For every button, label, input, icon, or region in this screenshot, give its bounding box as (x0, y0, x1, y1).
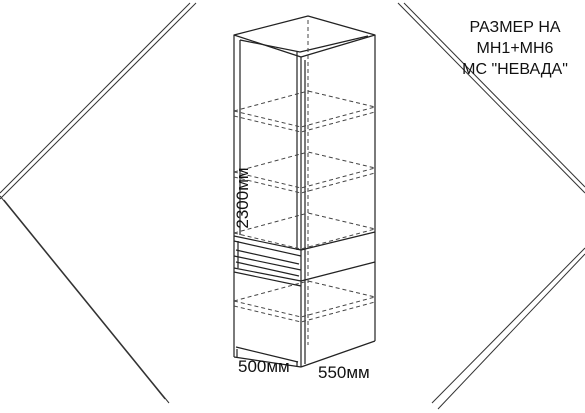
depth-dimension-label: 500мм (238, 357, 290, 376)
frame-line-bottom-left-2 (3, 199, 170, 404)
height-dimension-label: 2300мм (233, 167, 252, 229)
frame-line-bottom-right-2 (437, 253, 585, 410)
caption-line-2: МН1+МН6 (476, 40, 554, 57)
drawer-line-2 (235, 249, 300, 265)
shelf-2 (233, 151, 376, 189)
drawer-line-4 (235, 261, 300, 277)
shelves-dashed (233, 20, 376, 345)
shelf-1 (233, 90, 376, 128)
caption-line-1: РАЗМЕР НА (469, 19, 561, 36)
side-bottom-edge (300, 340, 376, 368)
drawer-top-line (233, 231, 376, 251)
cabinet-outline (233, 15, 376, 368)
shelf-4 (233, 280, 376, 318)
frame-line-bottom-left (0, 195, 166, 400)
caption-line-3: МС "НЕВАДА" (462, 61, 568, 78)
frame-line-bottom-right (431, 247, 585, 404)
drawer-line-1 (233, 240, 302, 257)
frame-line-top-right (397, 2, 585, 194)
drawer-line-3 (233, 255, 302, 271)
frame-line-top-left (0, 2, 191, 194)
frame-line-top-right-2 (403, 2, 585, 188)
cabinet-caption: РАЗМЕР НА МН1+МН6 МС "НЕВАДА" (452, 17, 578, 80)
drawer-bottom-line (233, 261, 376, 282)
frame-line-top-left-2 (0, 2, 197, 200)
shelf-3 (233, 212, 376, 250)
width-dimension-label: 550мм (318, 363, 370, 382)
